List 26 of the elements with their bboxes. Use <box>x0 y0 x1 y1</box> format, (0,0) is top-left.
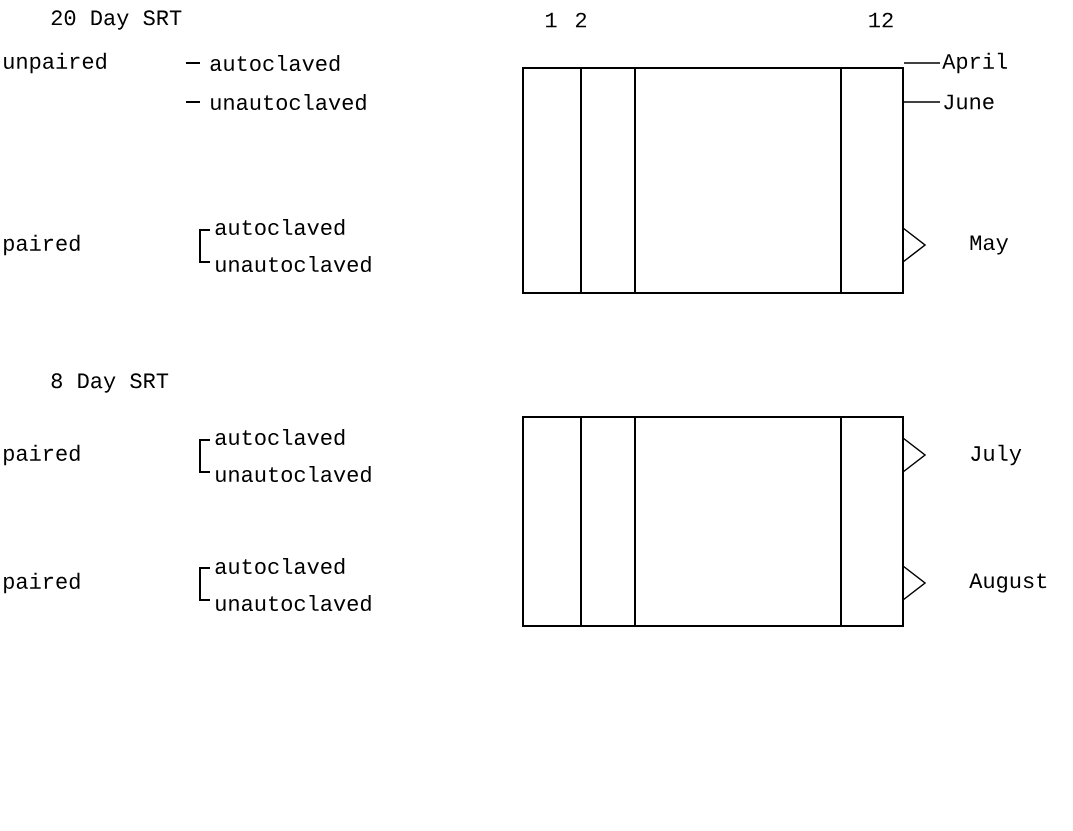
month-label: May <box>970 235 1009 255</box>
chart-box <box>522 416 904 627</box>
month-label: April <box>942 52 1007 74</box>
label-text: unautoclaved <box>216 255 371 273</box>
label-text: unautoclaved <box>211 93 366 111</box>
label-text: paired <box>4 572 80 594</box>
label-text: unpaired <box>4 52 106 74</box>
leader-line <box>903 101 941 103</box>
label-text: paired <box>4 444 80 466</box>
label-text: paired <box>4 234 80 256</box>
label-text: unautoclaved <box>216 465 371 483</box>
month-label: August <box>969 573 1047 593</box>
heading: 8 Day SRT <box>51 373 169 393</box>
column-number: 2 <box>575 12 587 28</box>
leader-line <box>903 62 941 64</box>
label-text: autoclaved <box>215 218 345 236</box>
heading: 20 Day SRT <box>51 10 182 30</box>
month-label: July <box>971 444 1022 466</box>
label-text: autoclaved <box>210 54 340 72</box>
label-text: autoclaved <box>215 557 345 575</box>
label-text: unautoclaved <box>216 594 371 612</box>
column-number: 12 <box>869 12 893 28</box>
month-label: June <box>944 94 994 110</box>
chart-box <box>522 67 904 294</box>
column-number: 1 <box>546 12 557 28</box>
label-text: autoclaved <box>215 428 345 446</box>
